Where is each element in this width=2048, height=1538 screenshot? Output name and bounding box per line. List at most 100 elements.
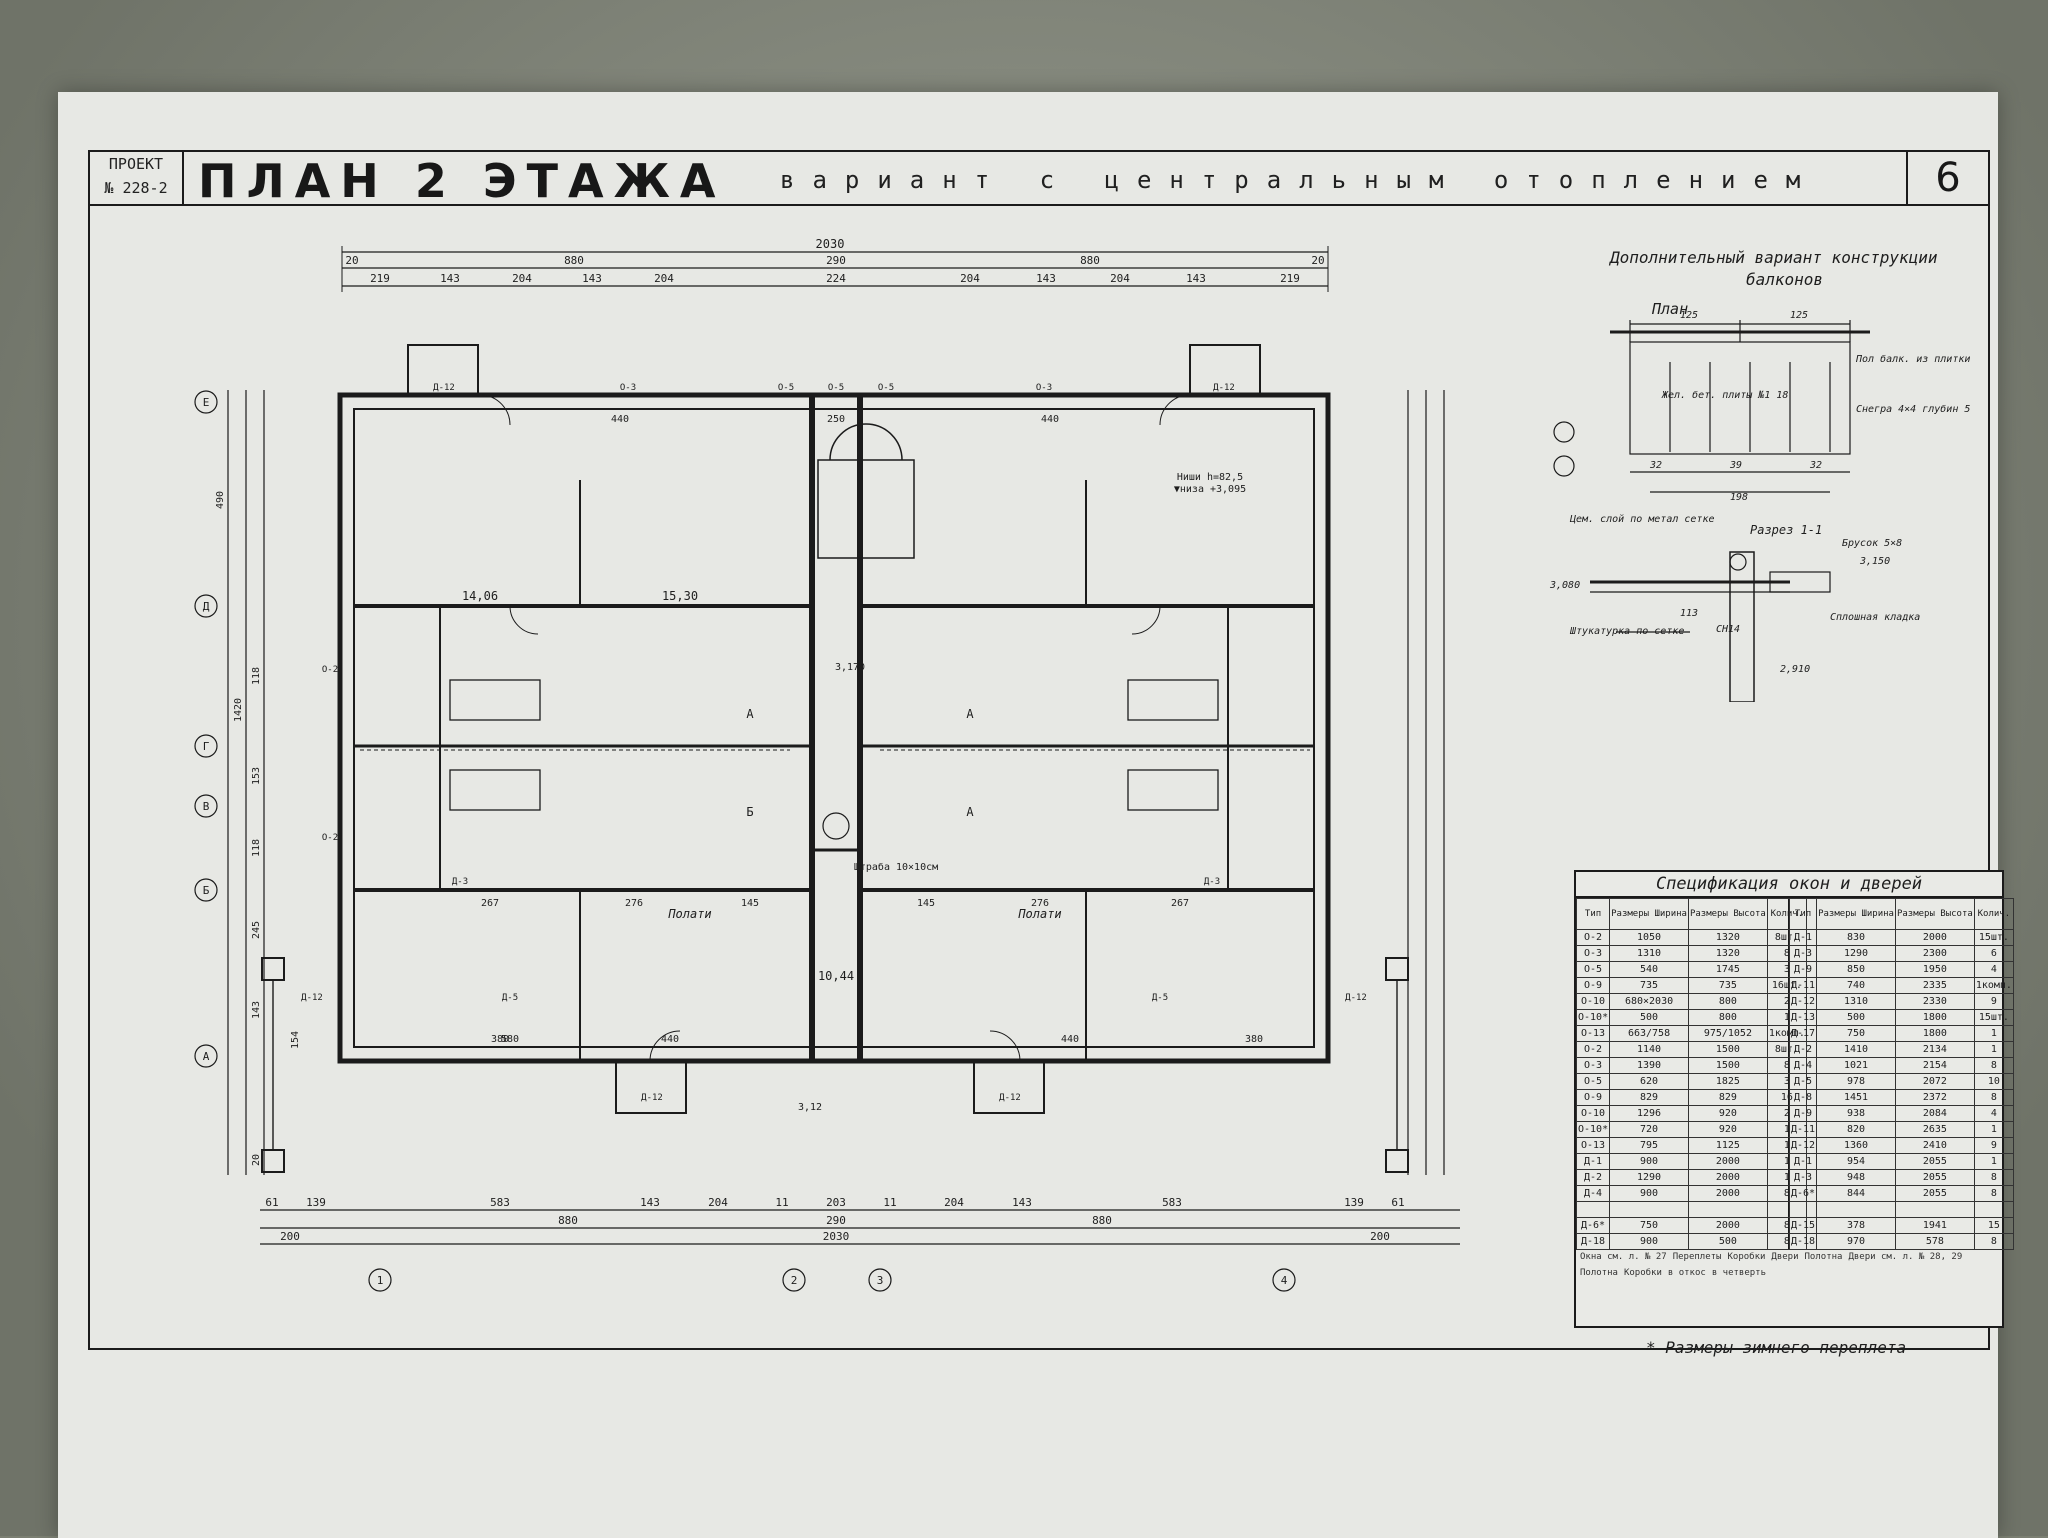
table-cell: 1825 [1687, 1073, 1768, 1090]
door-label-1: Д-12 [433, 383, 455, 393]
table-cell: О-10 [1575, 993, 1611, 1010]
stair-level: 3,170 [835, 662, 865, 673]
table-cell: 2055 [1894, 1153, 1975, 1170]
inner-dim-4: 380 [491, 1034, 509, 1045]
balcony-dim-1: 125 [1680, 310, 1698, 321]
table-cell: 1290 [1609, 1169, 1689, 1186]
balcony-note-10: 3,150 [1859, 556, 1890, 567]
table-cell: 978 [1816, 1073, 1896, 1090]
title-block: ПРОЕКТ № 228-2 ПЛАН 2 ЭТАЖА вариант с це… [90, 152, 1988, 208]
door-label-2: Д-12 [1213, 383, 1235, 393]
spec-header: Размеры Ширина [1816, 898, 1896, 930]
inner-dim-3: 440 [1041, 414, 1059, 425]
dim-left-7: 143 [251, 1001, 262, 1019]
axis-2: 2 [791, 1274, 798, 1287]
table-cell: 1 [1973, 1025, 2014, 1042]
table-cell: 663/758 [1609, 1025, 1689, 1042]
balcony-detail-title-1: Дополнительный вариант конструкции [1610, 248, 1938, 267]
table-cell: 8 [1973, 1057, 2014, 1074]
spec-group-label: Двери см. л. № 28, 29 [1848, 1252, 1963, 1262]
table-cell: 750 [1609, 1217, 1689, 1234]
table-cell: 2635 [1894, 1121, 1975, 1138]
dim-top-2c: 290 [826, 254, 846, 267]
floor-plan: 2030 20 880 290 880 20 219 143 204 143 2… [194, 237, 1460, 1292]
table-cell: Д-1 [1788, 929, 1818, 946]
table-cell: 6 [1973, 945, 2014, 962]
dim-top-overall: 2030 [816, 237, 845, 251]
table-cell: 540 [1609, 961, 1689, 978]
axis-v: В [203, 800, 210, 813]
window-label-6: О-2 [322, 665, 338, 675]
table-cell: 2000 [1687, 1217, 1768, 1234]
balcony-note-3: Снегра 4×4 глубин 5см [1856, 403, 1970, 415]
window-label-1: О-3 [620, 383, 636, 393]
dim-top-2a: 20 [345, 254, 358, 267]
table-cell: 2154 [1894, 1057, 1975, 1074]
table-cell: Д-17 [1788, 1025, 1818, 1042]
dim-top-3g: 204 [960, 272, 980, 285]
door-label-8: Д-5 [1152, 993, 1168, 1003]
dim-bottom-1d: 143 [640, 1196, 660, 1209]
table-cell: О-10* [1575, 1121, 1611, 1138]
inner-dim-2: 250 [827, 414, 845, 425]
table-cell: Д-1 [1788, 1153, 1818, 1170]
table-cell: 2000 [1894, 929, 1975, 946]
dim-top-3a: 219 [370, 272, 390, 285]
zone-b-left: Б [746, 805, 753, 819]
table-cell: О-2 [1575, 929, 1611, 946]
axis-e: Е [203, 396, 210, 409]
table-cell: 2000 [1687, 1169, 1768, 1186]
table-cell: О-5 [1575, 1073, 1611, 1090]
project-label: ПРОЕКТ [108, 155, 164, 173]
balcony-dim-7: 113 [1680, 608, 1698, 619]
door-label-5: Д-3 [452, 877, 468, 887]
table-cell: 820 [1816, 1121, 1896, 1138]
table-cell: Д-1 [1575, 1153, 1611, 1170]
spec-header: Тип [1575, 898, 1611, 930]
spec-header: Размеры Высота [1894, 898, 1975, 930]
window-label-3: О-5 [828, 383, 844, 393]
balcony-dim-6: 198 [1730, 492, 1748, 503]
niche-note: Ниши h=82,5 [1177, 472, 1243, 483]
dim-bottom-2a: 200 [280, 1230, 300, 1243]
balcony-note-11: 2,910 [1780, 664, 1810, 675]
door-label-10: Д-12 [1345, 993, 1367, 1003]
table-cell: 2300 [1894, 945, 1975, 962]
table-cell: 1комп. [1973, 977, 2014, 994]
table-cell: 1050 [1609, 929, 1689, 946]
table-cell: О-9 [1575, 1089, 1611, 1106]
balcony-note-1: Пол балк. из плитки [1855, 353, 1970, 365]
table-cell: 2335 [1894, 977, 1975, 994]
dim-top-3c: 204 [512, 272, 532, 285]
spec-group-label: в откос [1667, 1268, 1706, 1278]
dim-bottom-1a: 61 [265, 1196, 278, 1209]
dim-left-8: 154 [290, 1031, 301, 1049]
table-cell: О-3 [1575, 945, 1611, 962]
dim-top-2e: 20 [1311, 254, 1324, 267]
balcony-detail-title-2: балконов [1746, 270, 1824, 289]
dim-bottom-1m: 61 [1391, 1196, 1404, 1209]
table-cell: 900 [1609, 1233, 1689, 1250]
table-cell: О-10 [1575, 1105, 1611, 1122]
balcony-dim-4: 39 [1729, 460, 1742, 471]
table-cell: О-9 [1575, 977, 1611, 994]
table-cell: 800 [1687, 1009, 1768, 1026]
spec-group-label: Полотна [1804, 1252, 1843, 1262]
table-cell: Д-4 [1575, 1185, 1611, 1202]
balcony-note-4: Цем. слой по метал сетке [1569, 513, 1715, 525]
table-cell: 15шт. [1973, 929, 2014, 946]
table-cell: 1800 [1894, 1009, 1975, 1026]
dim-bottom-1e: 204 [708, 1196, 728, 1209]
table-cell: Д-5 [1788, 1073, 1818, 1090]
